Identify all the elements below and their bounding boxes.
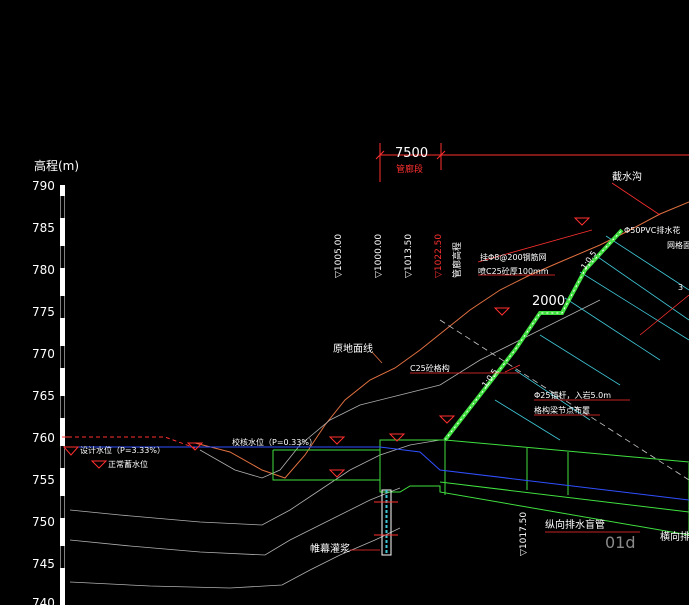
anchor-label: Φ25锚杆，入岩5.0m (534, 390, 611, 400)
ruler-segment (60, 296, 65, 318)
shotcrete-label: 喷C25砼厚100mm (478, 266, 549, 276)
anchor-bolts (494, 235, 689, 441)
tick-label: 740 (32, 596, 55, 605)
mesh-label: 挂Φ8@200钢筋网 (480, 252, 547, 262)
vertical-label: 管廊高程 (451, 242, 463, 278)
trans-drain-label: 横向排 (660, 530, 689, 543)
ruler-segment (60, 446, 65, 468)
vertical-label: ▽1005.00 (334, 234, 344, 278)
ratio-bottom-label: 1:0.5 (480, 367, 499, 389)
dimension-value: 7500 (395, 146, 428, 161)
tick-label: 780 (32, 263, 55, 277)
ruler-segment (60, 246, 65, 268)
ruler-segment (60, 396, 65, 418)
dim-2000-label: 2000 (532, 294, 565, 309)
vertical-label: ▽1000.00 (374, 234, 384, 278)
normal-water-label: 正常蓄水位 (108, 459, 148, 469)
tick-label: 770 (32, 347, 55, 361)
ground-line (194, 201, 689, 479)
vertical-label: ▽1013.50 (404, 234, 414, 278)
tick-label: 785 (32, 221, 55, 235)
tick-label: 765 (32, 389, 55, 403)
vertical-label: ▽1022.50 (434, 234, 444, 278)
vertical-labels: ▽1005.00 ▽1000.00 ▽1013.50 ▽1022.50 管廊高程… (334, 234, 529, 556)
drain-pipe-line (439, 481, 689, 513)
check-water-line (68, 446, 689, 501)
dimension-label: 管廊段 (396, 163, 423, 175)
leader-lines (350, 182, 689, 551)
ruler-segment (60, 346, 65, 368)
ground-line-leader (371, 351, 383, 364)
tick-label: 760 (32, 431, 55, 445)
ghost-text: 01d (605, 533, 636, 552)
ruler-bar (60, 185, 65, 605)
check-water-label: 校核水位（P=0.33%） (232, 437, 317, 447)
ground-line-label: 原地面线 (333, 342, 373, 355)
elevation-ruler: 高程(m) 790 785 780 775 770 765 760 755 75… (32, 158, 79, 605)
tick-label: 750 (32, 515, 55, 529)
interceptor-ditch-label: 截水沟 (612, 170, 642, 183)
spillway-structure (272, 439, 689, 536)
dimension-7500: 7500 管廊段 (375, 143, 689, 182)
vertical-label: ▽1017.50 (519, 512, 529, 556)
ruler-segment (60, 546, 65, 568)
water-level-markers (328, 217, 591, 478)
tick-label: 775 (32, 305, 55, 319)
anchor-node-label: 格构梁节点布置 (534, 405, 590, 415)
axis-title: 高程(m) (34, 158, 79, 173)
long-drain-label: 纵向排水盲管 (545, 518, 605, 531)
curtain-grouting (374, 489, 398, 556)
rock-layers (69, 299, 601, 589)
slope-support-label: 网格面 (667, 240, 689, 250)
slope-protection (443, 228, 624, 442)
tick-label: 745 (32, 557, 55, 571)
number-3-label: 3 (678, 283, 683, 292)
ruler-segment (60, 196, 65, 218)
curtain-label: 帷幕灌浆 (310, 542, 350, 555)
ruler-segment (60, 496, 65, 518)
pvc-drain-label: Φ50PVC排水花 (624, 225, 680, 235)
tick-label: 755 (32, 473, 55, 487)
design-water-label: 设计水位（P=3.33%） (80, 445, 165, 455)
left-water (62, 436, 204, 469)
tick-label: 790 (32, 179, 55, 193)
frame-beam-label: C25砼格构 (410, 363, 450, 373)
